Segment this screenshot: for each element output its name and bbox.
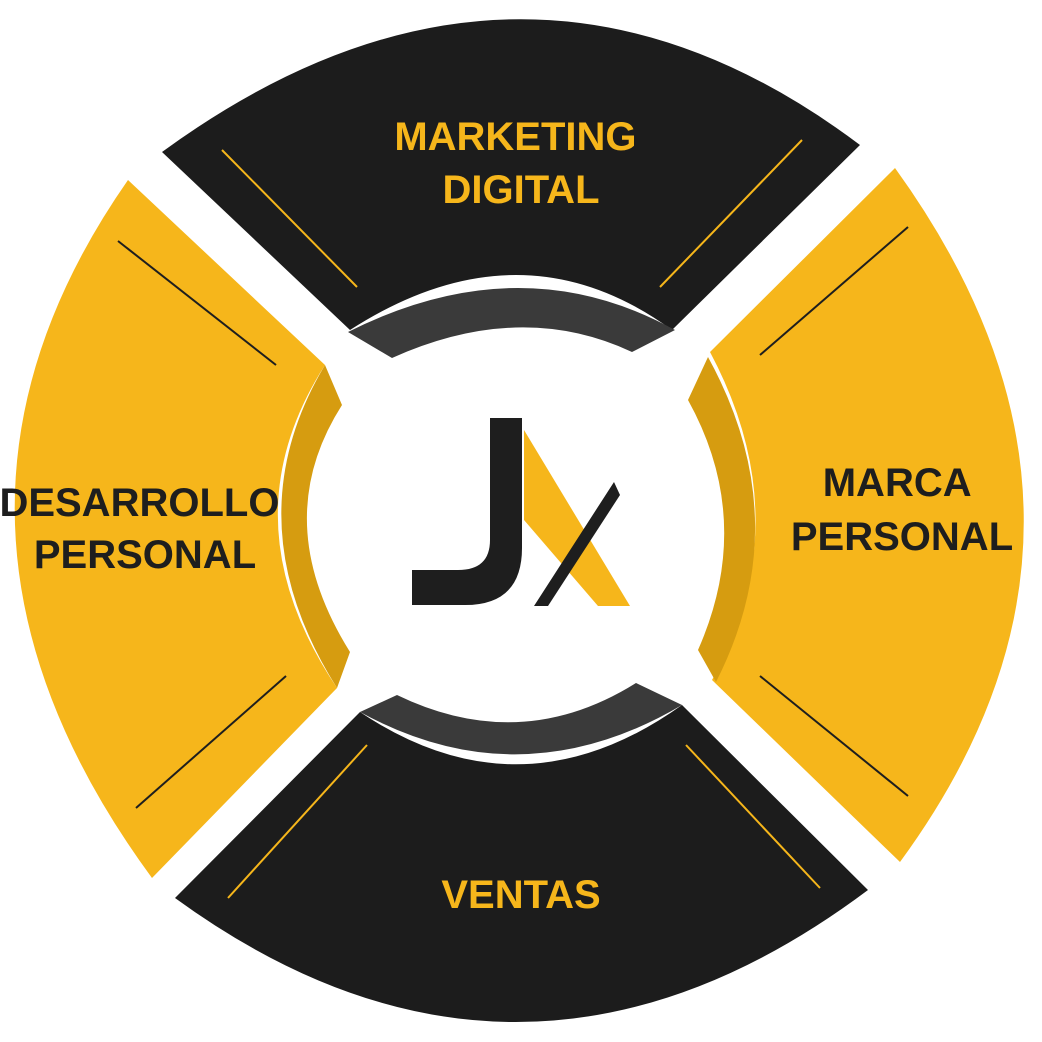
logo-gold-stroke: [524, 430, 630, 606]
segment-right-label-line-2: PERSONAL: [791, 515, 1013, 559]
segment-left-label-line-1: DESARROLLO: [0, 481, 279, 525]
segment-top-label-line-2: DIGITAL: [442, 168, 599, 212]
segment-bottom-accent-line-right: [685, 744, 821, 889]
segment-ventas: VENTAS: [175, 683, 868, 1023]
segment-bottom-label-line-1: VENTAS: [441, 873, 600, 917]
svg-text:DESARROLLO PERSONAL: DESARROLLO PERSONAL: [0, 481, 291, 577]
segment-bottom-inner-rim: [360, 683, 682, 755]
segment-left-label-line-2: PERSONAL: [34, 533, 256, 577]
logo-letter-j: [412, 418, 522, 605]
segment-left-inner-rim: [281, 365, 350, 688]
segment-top-accent-line-left: [221, 149, 358, 288]
segment-top-label-line-1: MARKETING: [394, 115, 636, 159]
segment-bottom-shape: [175, 705, 868, 1023]
segment-right-accent-line-bottom: [759, 675, 909, 797]
segment-top-shape: [162, 19, 860, 330]
segment-left-accent-line-top: [117, 240, 277, 366]
segment-right-inner-rim: [688, 357, 756, 682]
segment-right-accent-line-top: [759, 226, 909, 356]
segment-right-label-line-1: MARCA: [823, 461, 971, 505]
segment-marketing-digital: MARKETING DIGITAL: [162, 19, 860, 358]
logo-x-stroke: [534, 482, 620, 606]
svg-text:VENTAS: VENTAS: [441, 873, 600, 917]
segment-bottom-accent-line-left: [227, 744, 368, 899]
jx-logo: [412, 418, 630, 606]
segment-top-inner-rim: [348, 287, 675, 358]
segment-right-shape: [710, 168, 1024, 862]
svg-text:MARCA PERSONAL: MARCA PERSONAL: [791, 461, 1013, 559]
segment-top-accent-line-right: [659, 139, 803, 288]
segment-left-accent-line-bottom: [135, 675, 287, 809]
segment-desarrollo-personal: DESARROLLO PERSONAL: [0, 180, 350, 878]
segment-marca-personal: MARCA PERSONAL: [688, 168, 1024, 862]
svg-text:MARKETING DIGITAL: MARKETING DIGITAL: [394, 115, 647, 212]
segment-left-shape: [14, 180, 337, 878]
